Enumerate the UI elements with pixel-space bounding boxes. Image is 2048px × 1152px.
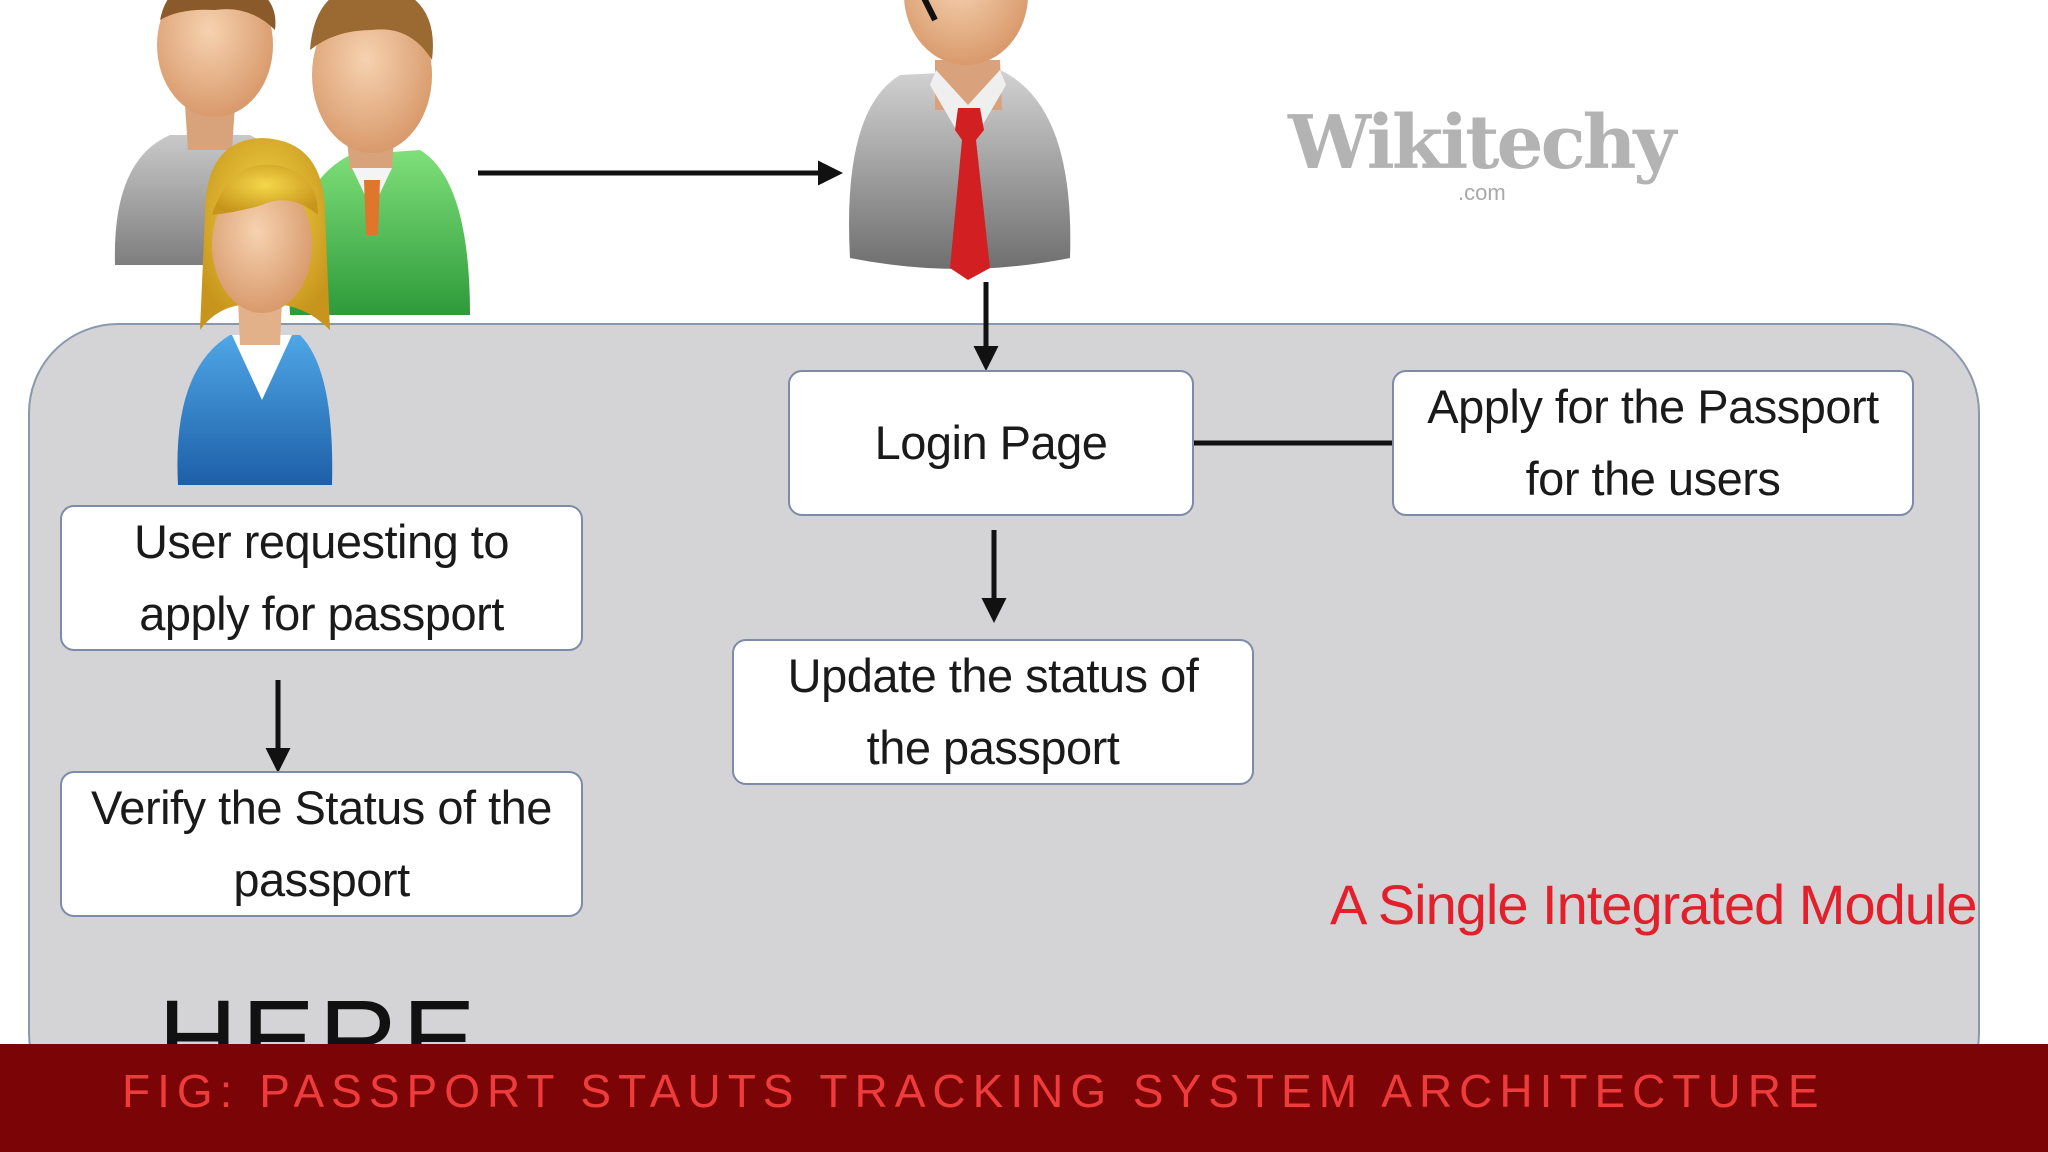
- apply-passport-box: Apply for the Passport for the users: [1392, 370, 1914, 516]
- users-group-icon: [114, 0, 470, 485]
- wikitechy-logo-sub: .com: [1458, 180, 1506, 205]
- verify-status-box: Verify the Status of the passport: [60, 771, 583, 917]
- admin-icon: [849, 0, 1071, 280]
- login-page-box: Login Page: [788, 370, 1194, 516]
- caption-bar: [0, 1044, 2048, 1152]
- update-status-box: Update the status of the passport: [732, 639, 1254, 785]
- figure-caption: FIG: PASSPORT STAUTS TRACKING SYSTEM ARC…: [122, 1065, 1826, 1117]
- wikitechy-logo: Wikitechy: [1288, 100, 1676, 186]
- user-request-box: User requesting to apply for passport: [60, 505, 583, 651]
- module-label: A Single Integrated Module: [1330, 873, 1977, 936]
